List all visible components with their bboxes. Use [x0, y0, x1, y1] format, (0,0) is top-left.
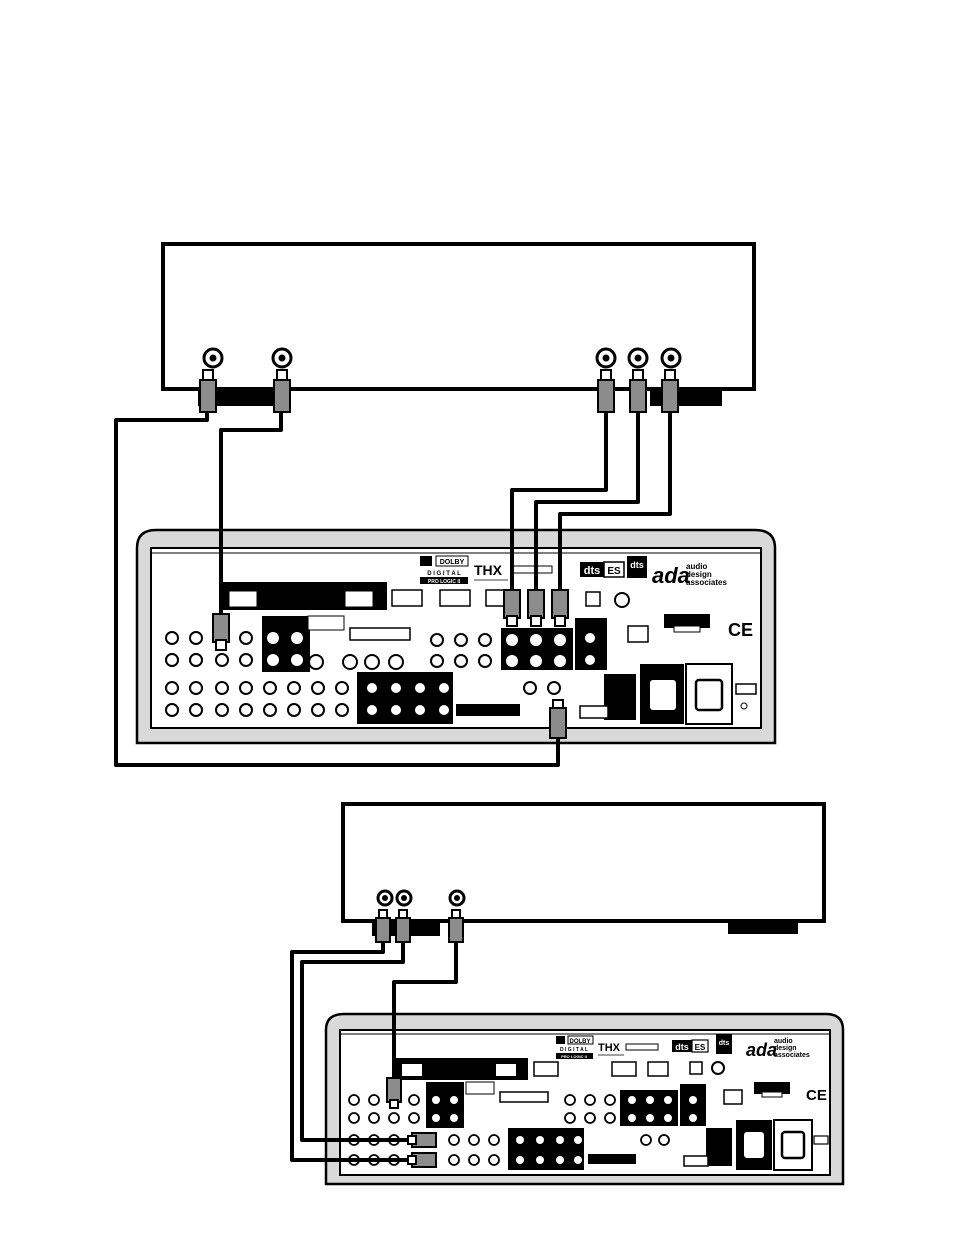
- ce-mark: CE: [806, 1087, 827, 1104]
- rca-plug: [396, 918, 410, 942]
- bottom-source-component: [343, 804, 824, 936]
- svg-text:audio: audio: [774, 1038, 793, 1045]
- svg-text:associates: associates: [686, 578, 727, 587]
- svg-text:dts: dts: [719, 1040, 730, 1047]
- svg-text:DOLBY: DOLBY: [440, 559, 465, 566]
- rca-plug: [213, 614, 229, 642]
- rca-plug: [200, 380, 216, 412]
- rca-plug: [555, 616, 565, 626]
- dts-logo: dts: [716, 1034, 732, 1054]
- top-source-jack: [662, 349, 680, 367]
- rca-plug: [274, 380, 290, 412]
- svg-text:DOLBY: DOLBY: [570, 1039, 591, 1045]
- svg-text:PRO LOGIC II: PRO LOGIC II: [561, 1054, 587, 1059]
- rca-plug: [216, 640, 226, 650]
- rca-plug: [531, 616, 541, 626]
- svg-text:ES: ES: [695, 1043, 706, 1052]
- rca-plug: [387, 1078, 401, 1102]
- rca-plug: [408, 1156, 416, 1164]
- rca-plug: [408, 1136, 416, 1144]
- rca-plug: [376, 918, 390, 942]
- top-source-foot-right: [650, 390, 722, 406]
- svg-text:D I G I T A L: D I G I T A L: [427, 571, 461, 577]
- rca-plug: [552, 590, 568, 618]
- svg-text:THX: THX: [474, 562, 503, 578]
- rca-plug: [449, 918, 463, 942]
- svg-text:ada: ada: [746, 1040, 777, 1060]
- svg-text:dts: dts: [675, 1042, 689, 1052]
- svg-text:THX: THX: [598, 1042, 621, 1054]
- dts-es-logo: dts ES: [580, 562, 624, 577]
- rca-plug: [630, 380, 646, 412]
- rca-plug: [507, 616, 517, 626]
- svg-text:ES: ES: [607, 566, 621, 577]
- svg-text:ada: ada: [652, 563, 690, 588]
- bottom-source-foot-right: [728, 922, 798, 934]
- svg-text:D I G I T A L: D I G I T A L: [560, 1047, 588, 1053]
- bottom-source-jack: [378, 891, 392, 905]
- svg-text:associates: associates: [774, 1052, 810, 1059]
- top-source-jack: [273, 349, 291, 367]
- rca-plug: [390, 1100, 398, 1108]
- top-source-jack: [597, 349, 615, 367]
- rca-plug: [504, 590, 520, 618]
- bottom-source-jack: [450, 891, 464, 905]
- rca-plug: [598, 380, 614, 412]
- rca-plug: [550, 708, 566, 738]
- dolby-logo: DOLBY D I G I T A L PRO LOGIC II: [556, 1036, 593, 1059]
- svg-text:dts: dts: [630, 560, 644, 570]
- top-source-jack: [204, 349, 222, 367]
- rca-plug: [662, 380, 678, 412]
- top-receiver: DOLBY D I G I T A L PRO LOGIC II THX dts…: [137, 530, 775, 743]
- rca-plug: [528, 590, 544, 618]
- bottom-source-jack: [397, 891, 411, 905]
- top-source-jack: [629, 349, 647, 367]
- ce-mark: CE: [728, 620, 753, 640]
- svg-text:design: design: [774, 1045, 797, 1052]
- dts-es-logo: dts ES: [672, 1040, 708, 1052]
- svg-text:PRO LOGIC II: PRO LOGIC II: [428, 579, 461, 585]
- dts-logo: dts: [627, 556, 647, 578]
- svg-text:dts: dts: [584, 565, 601, 577]
